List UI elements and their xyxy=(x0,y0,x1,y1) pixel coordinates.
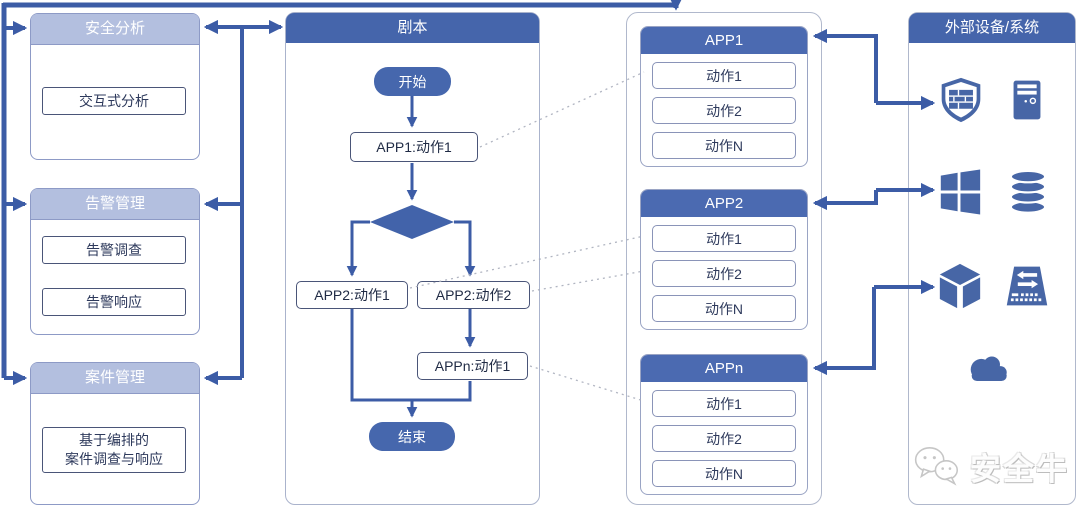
windows-logo-icon xyxy=(940,169,981,215)
item-interactive-analysis: 交互式分析 xyxy=(42,87,186,115)
appn-action-n: 动作N xyxy=(652,460,796,487)
app1-actions: 动作1 动作2 动作N xyxy=(641,54,807,159)
apps-container: APP1 动作1 动作2 动作N APP2 动作1 动作2 动作N APPn 动… xyxy=(626,12,822,505)
panel-alert-management-title: 告警管理 xyxy=(31,189,199,220)
flow-end-node: 结束 xyxy=(369,422,455,451)
database-icon xyxy=(1009,169,1047,214)
flow-step-app2-action1: APP2:动作1 xyxy=(296,281,408,309)
external-devices-title: 外部设备/系统 xyxy=(909,13,1075,43)
appn-action-1: 动作1 xyxy=(652,390,796,417)
arrow-into-app2 xyxy=(812,190,878,211)
wechat-bubbles-icon xyxy=(914,447,959,486)
flow-start-node: 开始 xyxy=(374,67,451,96)
cloud-icon xyxy=(970,356,1007,381)
top-bus-line xyxy=(3,0,685,11)
app2-action-n: 动作N xyxy=(652,295,796,322)
app2-action-2: 动作2 xyxy=(652,260,796,287)
app-card-app2: APP2 动作1 动作2 动作N xyxy=(640,189,808,330)
arrow-into-app1 xyxy=(812,28,878,103)
app2-action-1: 动作1 xyxy=(652,225,796,252)
app1-title: APP1 xyxy=(641,27,807,54)
aqniu-watermark: 安全牛 xyxy=(912,438,1072,494)
appn-title: APPn xyxy=(641,355,807,382)
app1-action-1: 动作1 xyxy=(652,62,796,89)
arrow-into-appn xyxy=(812,287,876,376)
cube-icon xyxy=(939,263,981,309)
item-orchestrated-case-response: 基于编排的 案件调查与响应 xyxy=(42,427,186,473)
app-card-appn: APPn 动作1 动作2 动作N xyxy=(640,354,808,495)
watermark-text: 安全牛 xyxy=(970,451,1069,487)
appn-action-2: 动作2 xyxy=(652,425,796,452)
external-devices-container: 外部设备/系统 xyxy=(908,12,1076,505)
network-switch-icon xyxy=(1006,266,1048,306)
firewall-shield-icon xyxy=(941,77,981,123)
app1-action-2: 动作2 xyxy=(652,97,796,124)
playbook-title: 剧本 xyxy=(286,13,539,43)
item-alert-investigation: 告警调查 xyxy=(42,236,186,264)
app2-title: APP2 xyxy=(641,190,807,217)
flow-step-appn-action1: APPn:动作1 xyxy=(417,352,528,380)
flow-step-app2-action2: APP2:动作2 xyxy=(417,281,530,309)
appn-actions: 动作1 动作2 动作N xyxy=(641,382,807,487)
flow-step-app1-action1: APP1:动作1 xyxy=(350,132,478,162)
app2-actions: 动作1 动作2 动作N xyxy=(641,217,807,322)
panel-case-management: 案件管理 基于编排的 案件调查与响应 xyxy=(30,362,200,505)
panel-security-analysis: 安全分析 交互式分析 xyxy=(30,13,200,160)
app-card-app1: APP1 动作1 动作2 动作N xyxy=(640,26,808,167)
panel-security-analysis-title: 安全分析 xyxy=(31,14,199,45)
panel-case-management-title: 案件管理 xyxy=(31,363,199,394)
app1-action-n: 动作N xyxy=(652,132,796,159)
server-tower-icon xyxy=(1013,80,1041,120)
item-alert-response: 告警响应 xyxy=(42,288,186,316)
panel-alert-management: 告警管理 告警调查 告警响应 xyxy=(30,188,200,335)
